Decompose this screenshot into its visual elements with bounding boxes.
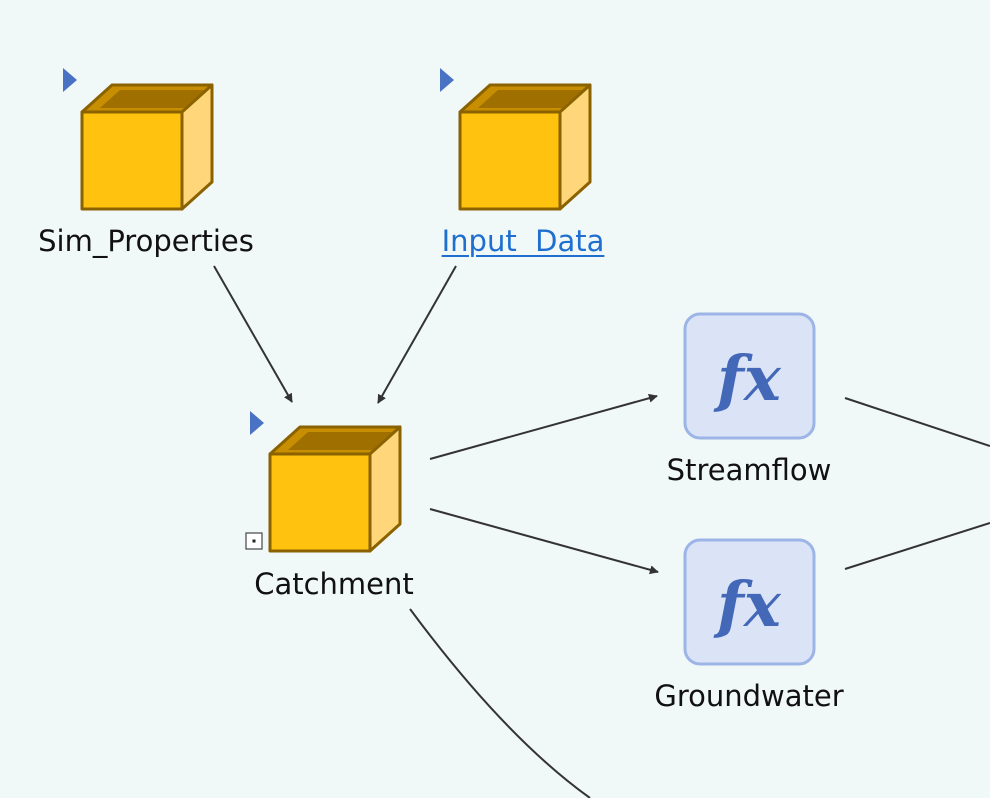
function-icon-tile [683, 312, 816, 440]
edges [213, 265, 990, 798]
function-icon-tile [683, 538, 816, 666]
edge-sim-properties-to-catchment [213, 265, 293, 403]
edge-catchment-to-groundwater [429, 508, 659, 575]
streamflow-node[interactable]: fx [683, 312, 816, 440]
edge-groundwater-outgoing [844, 522, 990, 570]
play-marker-icon[interactable] [63, 68, 77, 92]
play-marker-icon[interactable] [440, 68, 454, 92]
fx-icon: fx [713, 342, 782, 415]
play-marker-icon[interactable] [250, 411, 264, 435]
catchment-label[interactable]: Catchment [254, 567, 414, 601]
input-data-link[interactable]: Input Data [441, 224, 605, 258]
sim-properties-node[interactable] [63, 68, 214, 211]
expand-box-icon[interactable] [245, 532, 263, 550]
container-cube-icon [458, 83, 592, 211]
edge-streamflow-outgoing [844, 397, 990, 447]
container-cube-icon [80, 83, 214, 211]
groundwater-label[interactable]: Groundwater [654, 679, 844, 713]
sim-properties-label[interactable]: Sim_Properties [38, 224, 254, 258]
edge-catchment-outgoing-curve [409, 608, 591, 798]
streamflow-label[interactable]: Streamflow [666, 453, 832, 487]
fx-icon: fx [713, 568, 782, 641]
groundwater-node[interactable]: fx [683, 538, 816, 666]
catchment-node[interactable] [245, 411, 402, 553]
container-cube-icon [268, 425, 402, 553]
edge-input-data-to-catchment [377, 265, 457, 404]
edge-catchment-to-streamflow [429, 393, 658, 460]
input-data-node[interactable] [440, 68, 592, 211]
